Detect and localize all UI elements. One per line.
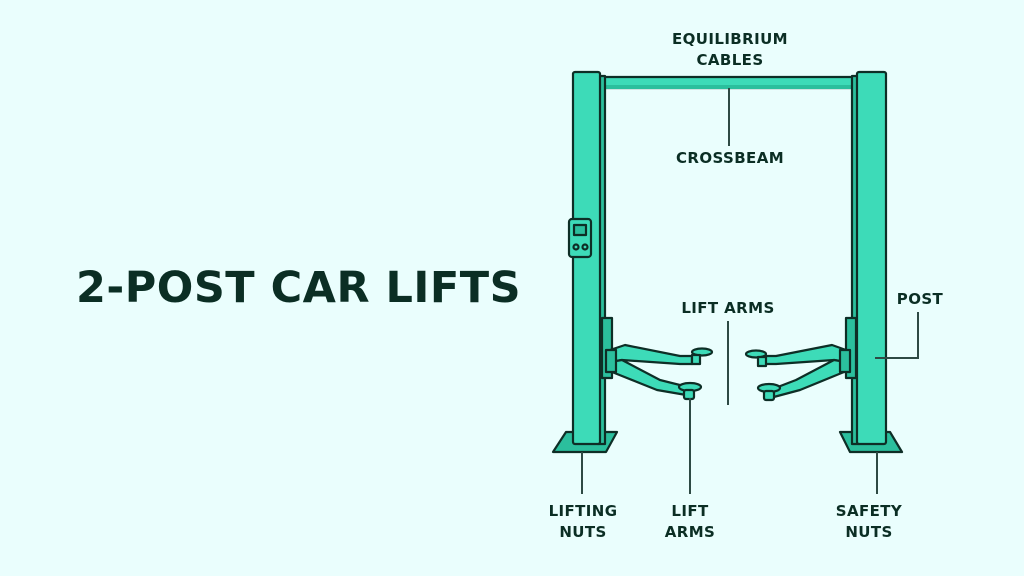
label-lifting-nuts: LIFTING NUTS xyxy=(548,502,618,541)
left-lift-arms xyxy=(604,343,714,401)
label-safety-nuts: SAFETY NUTS xyxy=(835,502,903,541)
page-title: 2-POST CAR LIFTS xyxy=(76,263,522,313)
left-carriage xyxy=(600,316,614,380)
label-post: POST xyxy=(896,290,944,308)
label-lift-arms-top: LIFT ARMS xyxy=(681,299,775,317)
right-carriage xyxy=(844,316,858,380)
label-lift-arms-bottom: LIFT ARMS xyxy=(664,502,716,541)
post-leader-line xyxy=(875,312,919,359)
label-crossbeam: CROSSBEAM xyxy=(675,149,785,167)
right-lift-arms xyxy=(744,343,852,402)
right-post xyxy=(855,70,888,446)
label-equilibrium-cables: EQUILIBRIUM CABLES xyxy=(672,30,788,69)
